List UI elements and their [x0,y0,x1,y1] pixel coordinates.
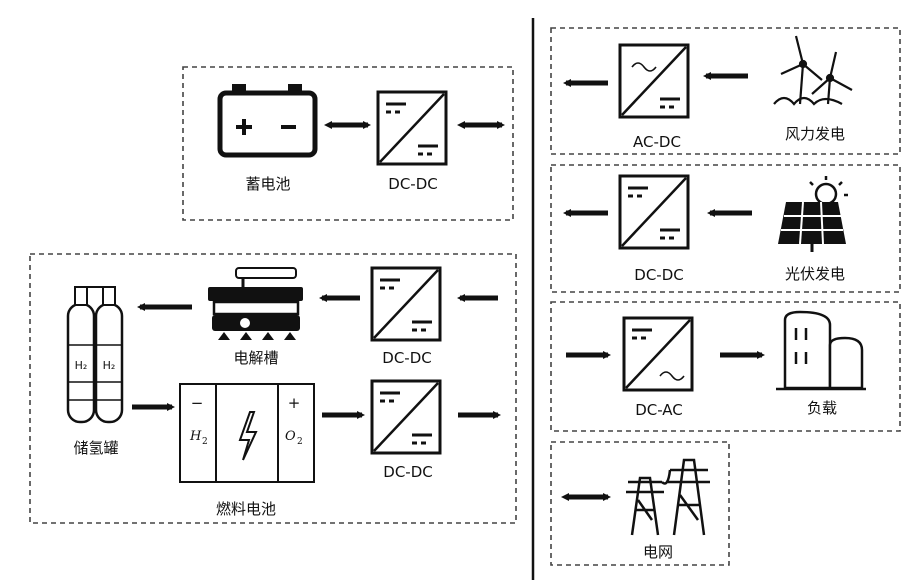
building-icon [776,312,866,389]
pv-conv-label: DC-DC [634,266,683,284]
fuel-cell-h2-sub: 2 [202,437,208,447]
electrolyzer-dcdc-label: DC-DC [382,349,431,367]
electrolyzer-label: 电解槽 [233,349,278,367]
load-conv-label: DC-AC [635,401,683,419]
fuel-cell-h2: H [189,429,202,444]
battery-icon [220,84,315,155]
fuel-cell-label: 燃料电池 [216,500,276,518]
load-label: 负载 [807,399,837,417]
transmission-tower-icon [626,460,710,535]
h2-storage-label: 储氢罐 [73,439,118,457]
pv-label: 光伏发电 [785,265,845,283]
wind-turbine-icon [774,36,852,104]
fuel-cell-minus: − [191,394,204,412]
converter-icon [620,176,688,248]
hydrogen-tank-icon [68,287,122,422]
solar-panel-icon [778,176,848,252]
wind-label: 风力发电 [785,125,845,143]
converter-icon [372,381,440,453]
pv-group-box [551,165,900,292]
fuel-cell-o2-sub: 2 [297,437,303,447]
fc-dcdc-label: DC-DC [383,463,432,481]
converter-icon [378,92,446,164]
wind-group-box [551,28,900,154]
fuel-cell-plus: + [288,394,301,412]
grid-label: 电网 [643,543,673,561]
wind-conv-label: AC-DC [633,133,681,151]
tank-right-mark: H₂ [103,359,116,372]
converter-icon [372,268,440,340]
electrolyzer-icon [208,268,303,340]
battery-dcdc-label: DC-DC [388,175,437,193]
battery-label: 蓄电池 [245,175,290,193]
fuel-cell-o2: O [285,429,296,444]
converter-icon [624,318,692,390]
converter-icon [620,45,688,117]
tank-left-mark: H₂ [75,359,88,372]
